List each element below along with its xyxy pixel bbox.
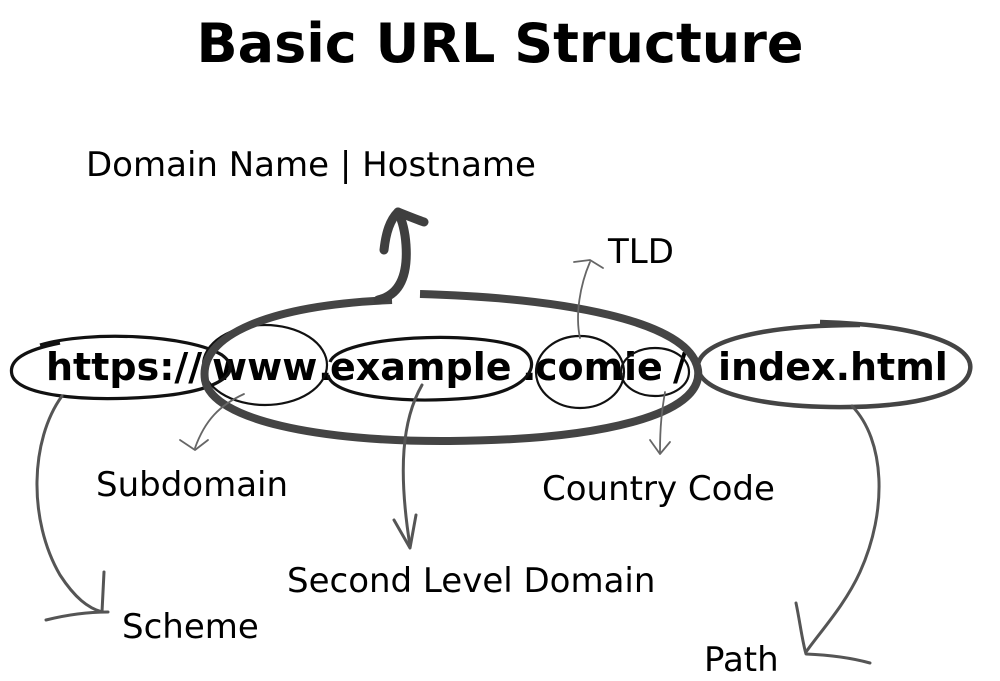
hostname-arrow — [373, 207, 411, 305]
url-subdomain: www — [212, 345, 317, 389]
tld-label: TLD — [607, 232, 674, 272]
url-second-level-domain: example — [330, 345, 512, 389]
url-country-code: ie — [624, 345, 663, 389]
subdomain-arrow — [194, 393, 245, 449]
url-tld: com — [535, 345, 623, 389]
second-level-domain-ring — [326, 335, 534, 402]
diagram-title: Basic URL Structure — [197, 12, 804, 75]
country-code-label: Country Code — [542, 469, 775, 509]
url-text: https:// www . example . com . ie / inde… — [46, 345, 948, 389]
domain-name-label: Domain Name | Hostname — [86, 145, 536, 185]
hostname-ring — [200, 290, 703, 446]
tld-arrow-head — [573, 259, 604, 269]
scheme-label: Scheme — [122, 607, 259, 647]
url-scheme: https:// — [46, 345, 202, 389]
path-label: Path — [704, 640, 779, 680]
scheme-arrow-head — [44, 570, 110, 622]
country-code-arrow-head — [649, 439, 671, 455]
country-code-ring — [619, 346, 691, 398]
scheme-arrow — [35, 394, 104, 614]
country-code-arrow — [659, 391, 666, 453]
scheme-ring — [9, 334, 232, 401]
path-arrow-head — [794, 601, 872, 665]
second-level-domain-arrow-head — [392, 513, 418, 550]
url-slash: / — [673, 345, 687, 389]
hostname-arrow-head — [379, 207, 429, 255]
subdomain-arrow-head — [179, 439, 209, 451]
path-arrow — [804, 404, 881, 654]
url-path: index.html — [718, 345, 948, 389]
second-level-domain-label: Second Level Domain — [287, 561, 655, 601]
path-ring — [695, 319, 973, 410]
second-level-domain-arrow — [401, 383, 424, 548]
tld-arrow — [577, 261, 591, 339]
subdomain-label: Subdomain — [96, 465, 288, 505]
